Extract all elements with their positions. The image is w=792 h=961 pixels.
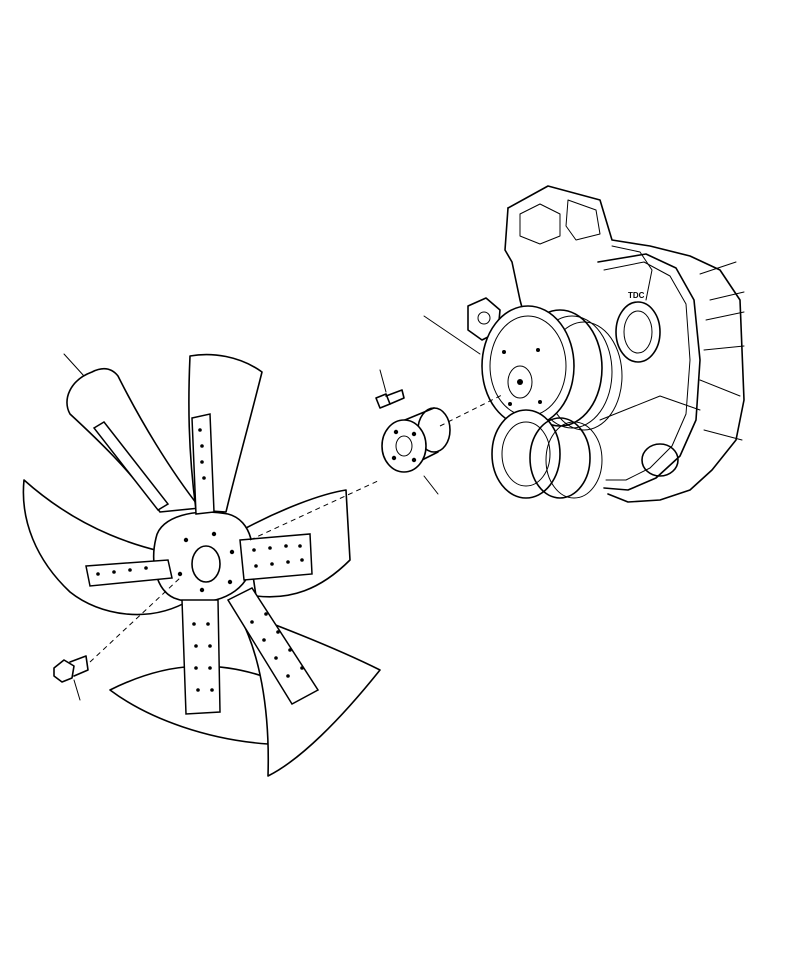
fan-pulley bbox=[481, 305, 623, 499]
center-lines bbox=[89, 393, 505, 663]
blade-strip bbox=[85, 559, 173, 587]
blade-strip bbox=[239, 533, 313, 581]
fan-blade bbox=[66, 367, 201, 513]
fan-bolt bbox=[53, 655, 89, 683]
blade-strip bbox=[226, 587, 320, 705]
blade-strip bbox=[181, 599, 221, 715]
spacer bbox=[381, 407, 451, 473]
tdc-label: TDC bbox=[628, 291, 645, 300]
engine-block: TDC bbox=[467, 185, 745, 503]
fan bbox=[22, 353, 381, 777]
rivet-holes bbox=[96, 428, 304, 692]
spacer-bolt bbox=[375, 389, 405, 409]
fan-blade bbox=[22, 479, 197, 616]
blade-strip bbox=[92, 421, 170, 511]
blade-strip bbox=[191, 413, 215, 515]
leader-lines bbox=[63, 315, 481, 701]
